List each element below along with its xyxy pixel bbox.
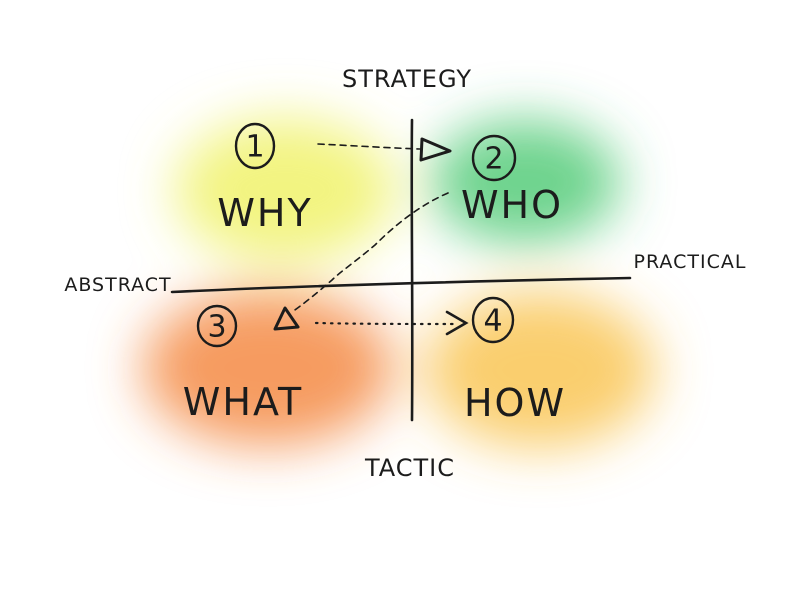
how-blob xyxy=(425,292,655,448)
why-label: WHY xyxy=(217,191,312,235)
arrow-1-to-2-line xyxy=(317,143,421,150)
number-4-circle xyxy=(471,296,515,344)
who-label: WHO xyxy=(461,183,563,227)
watercolor-blobs xyxy=(143,118,655,448)
arrow-3-to-4-head-icon xyxy=(445,310,469,336)
number-1: 1 xyxy=(245,130,264,165)
how-label: HOW xyxy=(464,381,566,425)
what-blob xyxy=(143,290,393,446)
axis-label-right: PRACTICAL xyxy=(634,251,747,273)
horizontal-axis xyxy=(170,276,632,294)
axis-label-bottom: TACTIC xyxy=(364,454,455,482)
vertical-axis xyxy=(410,118,414,422)
number-3-circle xyxy=(196,304,238,348)
number-1-circle xyxy=(234,122,276,170)
why-blob xyxy=(175,118,395,262)
arrow-3-to-4-line xyxy=(314,321,460,326)
number-3: 3 xyxy=(207,310,226,345)
who-blob xyxy=(430,120,620,244)
number-4: 4 xyxy=(483,304,502,339)
axis-label-left: ABSTRACT xyxy=(64,274,171,296)
arrow-2-to-3-head-icon xyxy=(273,306,300,331)
arrow-1-to-2-head-icon xyxy=(419,137,452,162)
number-2-circle xyxy=(471,134,517,182)
arrow-2-to-3-line xyxy=(291,192,449,313)
axis-label-top: STRATEGY xyxy=(342,65,472,93)
what-label: WHAT xyxy=(183,380,303,424)
number-2: 2 xyxy=(484,142,503,177)
